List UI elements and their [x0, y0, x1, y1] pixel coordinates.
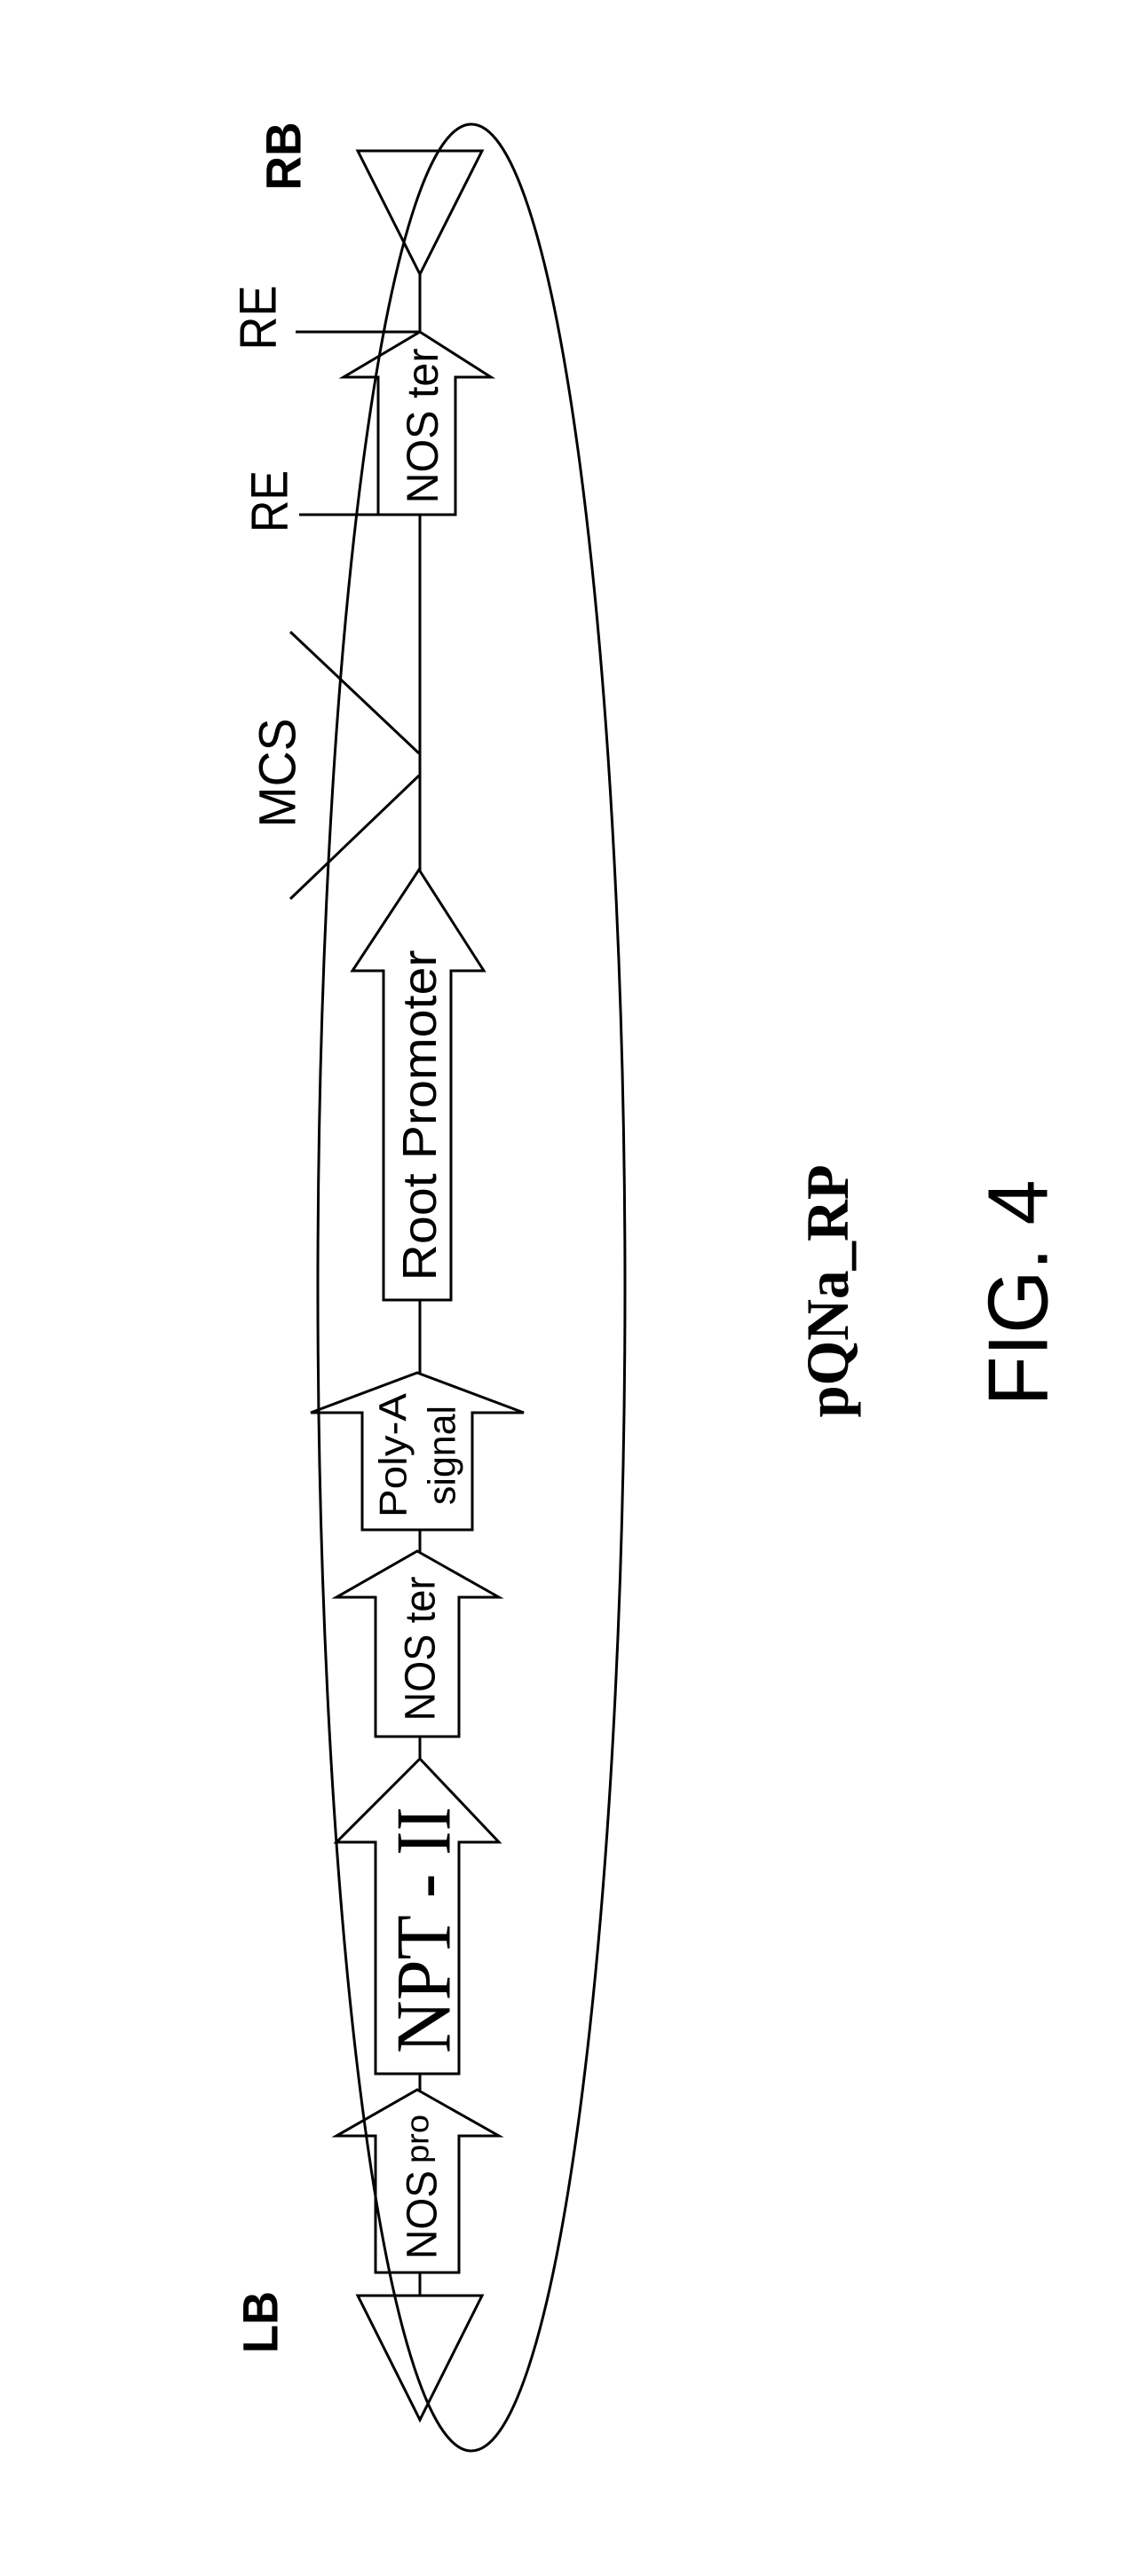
- poly-a-label-line2: signal: [421, 1406, 464, 1505]
- mcs-label: MCS: [249, 719, 307, 828]
- poly-a-label-line1: Poly-A: [372, 1392, 415, 1517]
- nos-pro-label: NOS pro: [399, 2115, 447, 2259]
- poly-a-signal-arrow: [310, 1371, 525, 1532]
- left-border-label: LB: [233, 2291, 289, 2353]
- nos-ter-arrow-top: [338, 330, 496, 516]
- nos-pro-label-sub: pro: [399, 2115, 436, 2163]
- re-site-label-top: RE: [230, 286, 288, 351]
- root-promoter-arrow: [350, 867, 486, 1302]
- right-border-label: RB: [256, 122, 312, 191]
- nos-pro-label-main: NOS: [399, 2170, 447, 2259]
- nos-pro-arrow: [331, 2088, 504, 2274]
- mcs-line-lower: [289, 774, 421, 901]
- npt-ii-label: NPT - II: [382, 1807, 468, 2053]
- nos-ter-label-middle: NOS ter: [398, 1576, 445, 1721]
- re-site-label-bottom: RE: [241, 470, 299, 532]
- figure-caption: FIG. 4: [971, 1180, 1066, 1406]
- plasmid-ellipse: [316, 122, 627, 2453]
- nos-ter-label-top: NOS ter: [398, 349, 447, 504]
- plasmid-name-label: pQNa_RP: [794, 1165, 861, 1418]
- nos-ter-arrow-middle: [331, 1549, 504, 1738]
- right-border-triangle: [355, 149, 485, 278]
- mcs-line-upper: [289, 630, 421, 755]
- left-border-triangle: [355, 2294, 485, 2423]
- npt-ii-arrow: [333, 1756, 502, 2076]
- root-promoter-label: Root Promoter: [393, 949, 447, 1280]
